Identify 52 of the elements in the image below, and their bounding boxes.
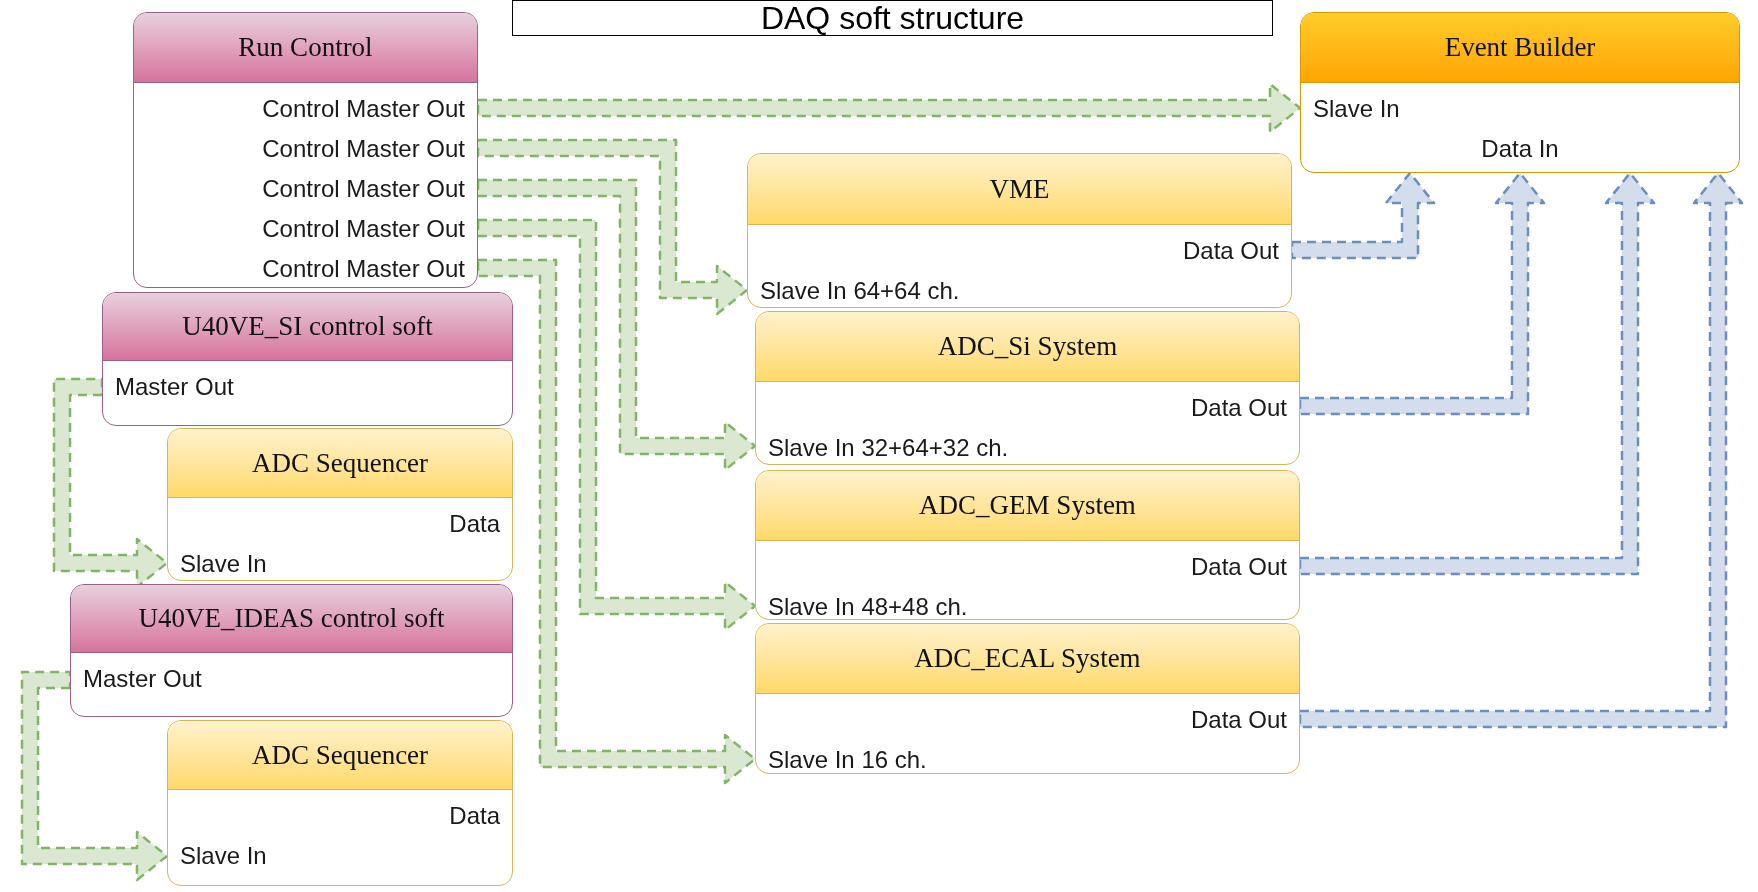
port-label: Slave In 48+48 ch. [768,592,969,619]
port-label: Slave In [180,841,268,871]
class-box [167,720,513,886]
port-label: Data Out [1189,393,1287,423]
class-box [755,623,1300,774]
port-label: Slave In 32+64+32 ch. [768,433,1010,463]
class-box [167,428,513,581]
block-arrow [20,670,169,882]
port-label: Data [448,509,500,539]
block-arrow [476,178,757,472]
box-title: U40VE_SI control soft [182,310,433,344]
class-box [1300,12,1740,173]
box-title: ADC Sequencer [251,738,429,772]
port-label: Slave In 16 ch. [768,745,928,773]
class-box [102,292,513,426]
box-title: Run Control [238,31,373,65]
class-box [755,470,1300,620]
block-arrow [476,82,1302,134]
port-label: Control Master Out [261,214,465,244]
port-label: Control Master Out [261,174,465,204]
port-label: Data Out [1181,236,1279,266]
port-label: Control Master Out [261,134,465,164]
box-title: Event Builder [1444,31,1596,65]
port-label: Slave In 64+64 ch. [760,276,961,306]
block-arrow [476,258,757,785]
box-title: ADC_GEM System [919,489,1136,523]
port-label: Control Master Out [261,94,465,124]
port-label: Control Master Out [261,254,465,284]
block-arrow [1298,171,1656,576]
box-title: ADC_ECAL System [914,642,1141,676]
class-box [747,153,1292,308]
box-title: ADC Sequencer [251,446,429,480]
port-label: Data [448,801,500,831]
port-label: Data In [1480,134,1560,164]
block-arrow [1298,171,1546,416]
box-title: ADC_Si System [937,330,1118,364]
title: DAQ soft structure [760,0,1025,36]
block-arrow [1298,171,1744,729]
class-box [755,311,1300,465]
port-label: Slave In [180,549,268,579]
block-arrow [476,218,757,632]
box-title: U40VE_IDEAS control soft [138,602,445,636]
block-arrow [476,138,749,316]
port-label: Master Out [115,372,235,402]
port-label: Master Out [83,664,203,694]
class-box [70,584,513,717]
class-box [133,12,478,288]
block-arrow [1290,171,1436,260]
box-title: VME [989,172,1050,206]
port-label: Slave In [1313,94,1401,124]
port-label: Data Out [1189,552,1287,582]
port-label: Data Out [1189,705,1287,735]
